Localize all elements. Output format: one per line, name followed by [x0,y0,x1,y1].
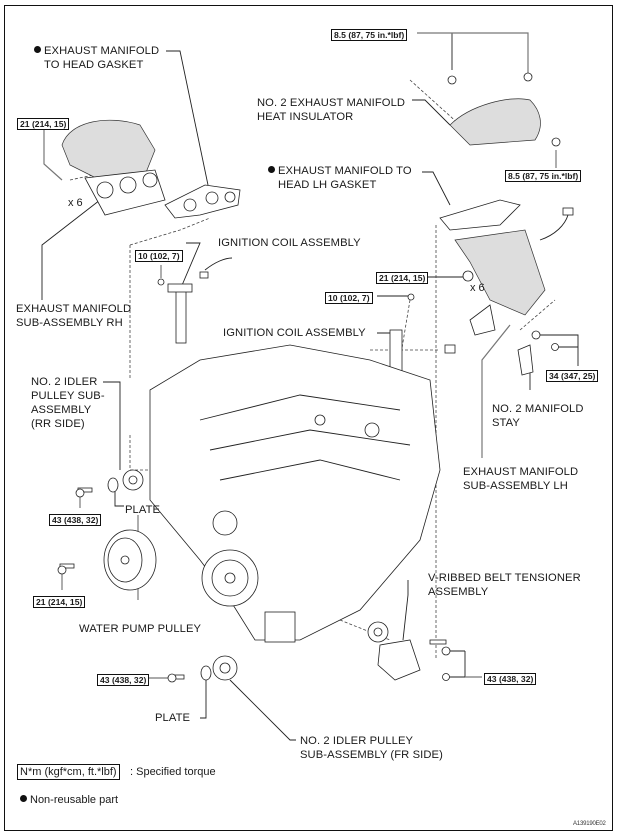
legend-non-reusable: Non-reusable part [20,793,118,807]
torque-manifold-stay: 34 (347, 25) [546,370,599,382]
non-reusable-bullet-icon [268,166,275,173]
label-ignition-coil-assembly-rh: IGNITION COIL ASSEMBLY [218,237,361,249]
torque-idler-fr-bolt: 43 (438, 32) [97,674,150,686]
parts [57,72,574,683]
torque-rh-manifold-nuts: 21 (214, 15) [17,118,70,130]
label-plate-fr: PLATE [155,712,191,724]
torque-lh-manifold-nuts: 21 (214, 15) [376,272,429,284]
torque-tensioner-bolts: 43 (438, 32) [484,673,537,685]
torque-insulator-top: 8.5 (87, 75 in.*lbf) [331,29,408,41]
torque-water-pump-bolt: 21 (214, 15) [33,596,86,608]
non-reusable-bullet-icon [20,795,27,802]
non-reusable-bullet-icon [34,46,41,53]
label-ignition-coil-assembly-lh: IGNITION COIL ASSEMBLY [223,327,366,339]
quantity-lh-nuts: x 6 [470,282,485,294]
torque-idler-rr-bolt: 43 (438, 32) [49,514,102,526]
label-plate-rr: PLATE [125,504,161,516]
torque-coil-bolt-rh: 10 (102, 7) [135,250,183,262]
legend-torque-unit-text: : Specified torque [130,766,216,778]
torque-coil-bolt-lh: 10 (102, 7) [325,292,373,304]
torque-insulator-side: 8.5 (87, 75 in.*lbf) [505,170,582,182]
figure-id: A139190E02 [573,821,606,827]
legend-torque-unit-box: N*m (kgf*cm, ft.*lbf) [17,764,120,780]
quantity-rh-nuts: x 6 [68,197,83,209]
label-water-pump-pulley: WATER PUMP PULLEY [79,623,202,635]
